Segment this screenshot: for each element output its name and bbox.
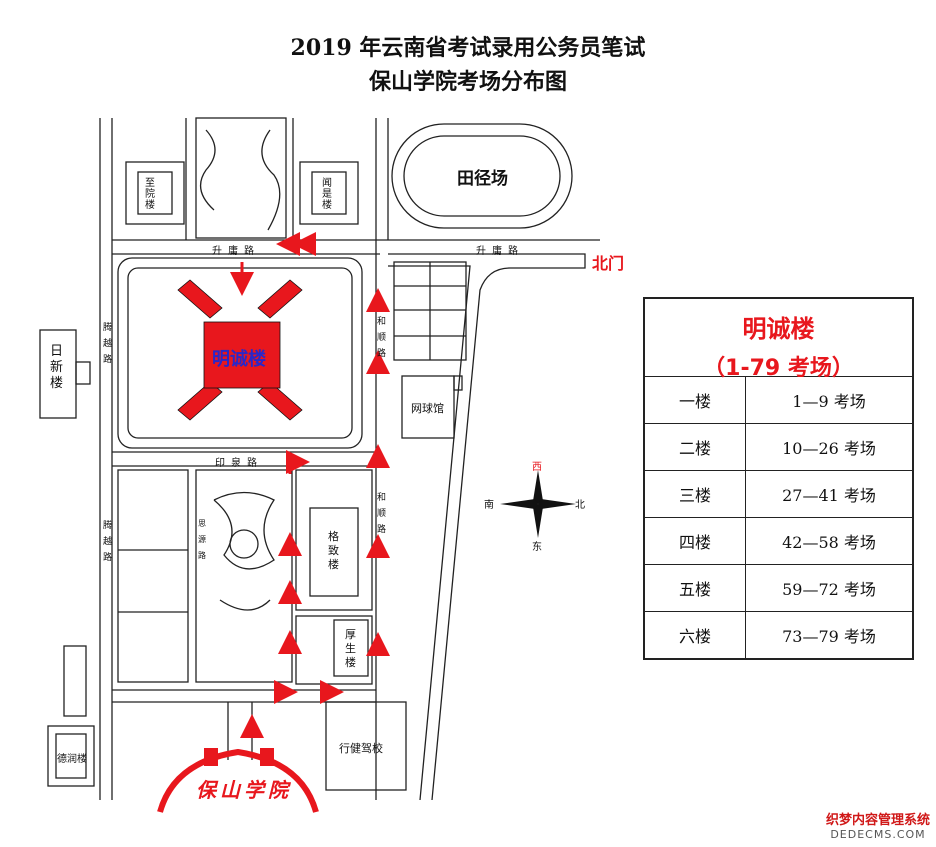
road-label-tengyue-top: 腾越路 xyxy=(103,323,113,365)
compass-east-label: 东 xyxy=(532,542,542,553)
building-label-gezhi: 格致楼 xyxy=(328,530,339,571)
floor-cell: 三楼 xyxy=(645,470,746,518)
floor-cell: 一楼 xyxy=(645,377,746,424)
road-label-tengyue-bottom: 腾越路 xyxy=(103,521,113,563)
map-subtitle: 保山学院考场分布图 xyxy=(368,69,567,95)
watermark-line1: 织梦内容管理系统 xyxy=(825,813,930,828)
building-label-zhiyuan: 至院楼 xyxy=(145,178,155,211)
floor-cell: 六楼 xyxy=(645,611,746,658)
watermark: 织梦内容管理系统 DEDECMS.COM xyxy=(826,809,930,841)
legend-table: 明诚楼 （1-79 考场） 一楼 1—9 考场 二楼 10—26 考场 三楼 2… xyxy=(643,297,914,660)
rooms-cell: 73—79 考场 xyxy=(745,611,912,658)
floor-cell: 五楼 xyxy=(645,564,746,612)
table-row: 二楼 10—26 考场 xyxy=(645,423,912,471)
road-label-heshun-bottom: 和顺路 xyxy=(377,493,387,535)
table-row: 一楼 1—9 考场 xyxy=(645,377,912,424)
road-label-path-mid: 思源路 xyxy=(198,519,206,560)
rooms-cell: 10—26 考场 xyxy=(745,423,912,471)
stadium-label: 田径场 xyxy=(457,169,508,189)
watermark-line2: DEDECMS.COM xyxy=(830,828,926,841)
legend-title: 明诚楼 xyxy=(742,315,815,343)
building-label-mingcheng: 明诚楼 xyxy=(212,349,266,370)
legend-rows: 一楼 1—9 考场 二楼 10—26 考场 三楼 27—41 考场 四楼 42—… xyxy=(645,377,912,658)
legend-subtitle: （1-79 考场） xyxy=(703,356,854,381)
table-row: 四楼 42—58 考场 xyxy=(645,517,912,565)
road-label-shengyong-right: 升庸路 xyxy=(476,246,524,257)
legend-header: 明诚楼 （1-79 考场） xyxy=(645,299,912,381)
rooms-cell: 42—58 考场 xyxy=(745,517,912,565)
compass-north-label: 北 xyxy=(575,500,585,511)
building-label-wenshi: 闻是楼 xyxy=(322,178,332,211)
map-title: 2019 年云南省考试录用公务员笔试 xyxy=(290,35,646,61)
building-label-deyun: 德润楼 xyxy=(57,754,87,765)
table-row: 六楼 73—79 考场 xyxy=(645,611,912,658)
compass-rose xyxy=(500,470,576,538)
rooms-cell: 1—9 考场 xyxy=(792,392,866,411)
compass-west-label: 西 xyxy=(532,462,542,473)
rooms-cell: 59—72 考场 xyxy=(745,564,912,612)
building-label-wangqiu: 网球馆 xyxy=(411,402,444,415)
school-name-calligraphy: 保山学院 xyxy=(196,778,292,802)
road-label-yinquan: 印泉路 xyxy=(215,458,263,469)
table-row: 三楼 27—41 考场 xyxy=(645,470,912,518)
floor-cell: 二楼 xyxy=(645,423,746,471)
north-gate-label: 北门 xyxy=(592,254,625,273)
building-label-rixin: 日新楼 xyxy=(50,344,64,391)
building-label-xingjian: 行健驾校 xyxy=(339,742,383,755)
rooms-cell: 27—41 考场 xyxy=(745,470,912,518)
compass-south-label: 南 xyxy=(484,500,494,511)
road-label-heshun-top: 和顺路 xyxy=(377,317,387,359)
building-label-housheng: 厚生楼 xyxy=(345,628,356,669)
table-row: 五楼 59—72 考场 xyxy=(645,564,912,612)
route-arrows xyxy=(230,232,390,738)
road-label-shengyong-left: 升庸路 xyxy=(212,246,260,257)
floor-cell: 四楼 xyxy=(645,517,746,565)
